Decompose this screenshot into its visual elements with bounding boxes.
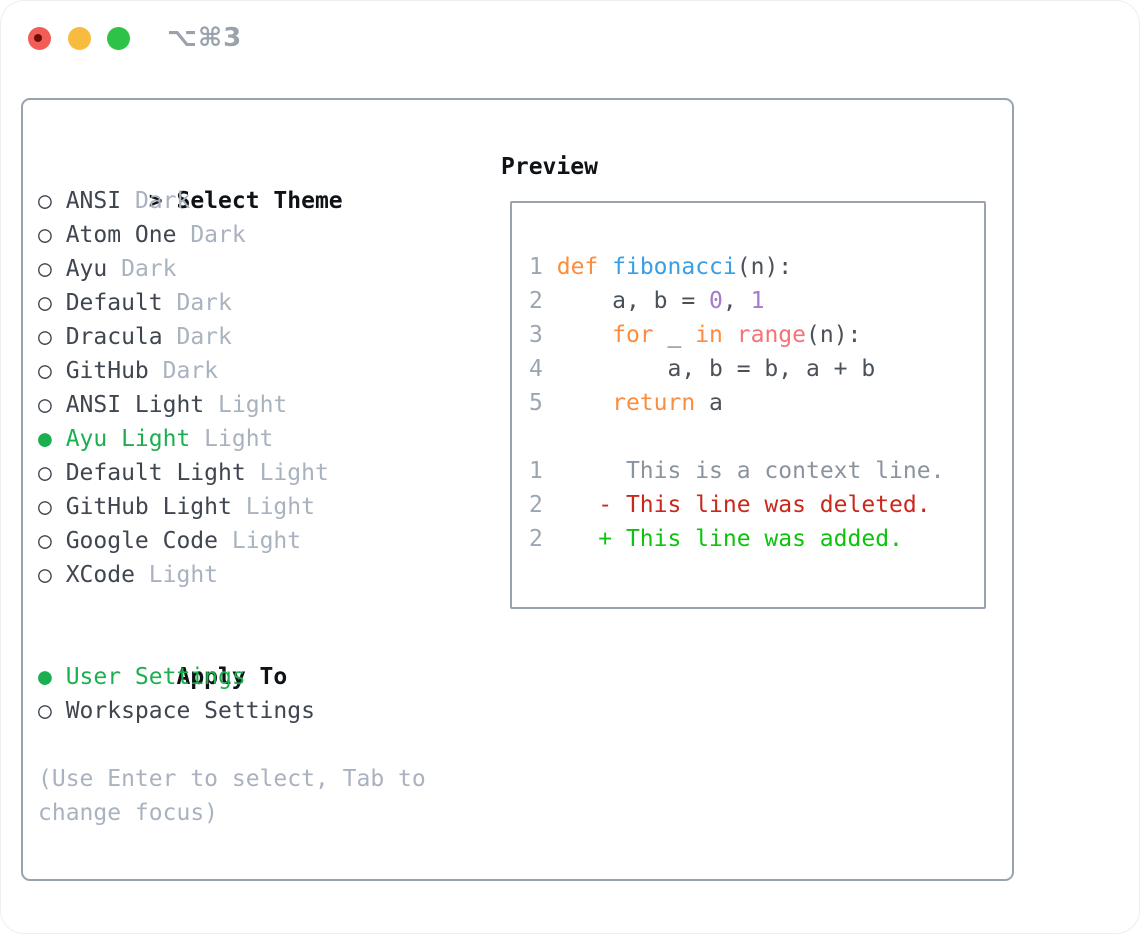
minimize-button[interactable] — [68, 27, 91, 50]
select-theme-title-row: > Select Theme — [38, 150, 426, 214]
option-variant-label: Dark — [176, 290, 232, 316]
code-line: 4 a, b = b, a + b — [529, 356, 876, 382]
code-line: 1 This is a context line. — [529, 458, 945, 484]
option-variant-label: Light — [204, 426, 274, 452]
radio-icon: ○ — [38, 324, 52, 350]
radio-icon: ○ — [38, 494, 52, 520]
theme-option[interactable]: ○ GitHub Light Light — [38, 490, 426, 524]
option-variant-label: Light — [245, 494, 315, 520]
code-line — [529, 420, 944, 454]
apply-to-option[interactable]: ○ Workspace Settings — [38, 694, 426, 728]
theme-option[interactable]: ○ ANSI Dark — [38, 184, 426, 218]
option-label: Atom One — [65, 222, 177, 248]
option-label: ANSI — [65, 188, 122, 214]
option-label: Default — [65, 290, 163, 316]
close-button[interactable] — [28, 27, 51, 50]
apply-to-title-row: Apply To — [38, 626, 426, 690]
theme-option[interactable]: ○ XCode Light — [38, 558, 426, 592]
option-label: Google Code — [65, 528, 219, 554]
option-label: User Settings — [65, 664, 246, 690]
theme-option[interactable]: ○ Default Dark — [38, 286, 426, 320]
radio-icon: ○ — [38, 358, 52, 384]
radio-icon: ○ — [38, 256, 52, 282]
option-label: Ayu Light — [65, 426, 191, 452]
code-preview: 1 def fibonacci(n): 2 a, b = 0, 1 3 for _ … — [529, 250, 944, 556]
theme-picker-column: > Select Theme ○ ANSI Dark ○ Atom One Dark ○ A… — [38, 150, 426, 830]
select-theme-title: Select Theme — [176, 188, 343, 214]
radio-icon: ○ — [38, 222, 52, 248]
option-variant-label: Dark — [134, 188, 191, 214]
theme-option[interactable]: ○ ANSI Light Light — [38, 388, 426, 422]
option-label: GitHub — [65, 358, 149, 384]
selected-radio-icon: ● — [38, 426, 52, 452]
option-variant-label: Dark — [190, 222, 246, 248]
code-line: 2 a, b = 0, 1 — [529, 288, 765, 314]
option-label: XCode — [65, 562, 135, 588]
theme-option[interactable]: ● Ayu Light Light — [38, 422, 426, 456]
code-line: 3 for _ in range(n): — [529, 322, 862, 348]
code-line: 2 - This line was deleted. — [529, 492, 931, 518]
radio-icon: ○ — [38, 392, 52, 418]
zoom-button[interactable] — [107, 27, 130, 50]
option-label: Dracula — [65, 324, 163, 350]
option-label: GitHub Light — [65, 494, 232, 520]
apply-to-list: ● User Settings ○ Workspace Settings — [38, 660, 426, 728]
option-variant-label: Dark — [162, 358, 219, 384]
option-variant-label: Light — [218, 392, 288, 418]
code-line: 2 + This line was added. — [529, 526, 903, 552]
window-hotkey-label: ⌥⌘3 — [167, 23, 243, 53]
theme-option[interactable]: ○ Google Code Light — [38, 524, 426, 558]
option-label: Default Light — [65, 460, 246, 486]
option-label: ANSI Light — [65, 392, 205, 418]
preview-title: Preview — [501, 154, 598, 180]
theme-option[interactable]: ○ Ayu Dark — [38, 252, 426, 286]
apply-to-title: Apply To — [176, 664, 288, 690]
option-variant-label: Light — [231, 528, 302, 554]
radio-icon: ○ — [38, 562, 52, 588]
apply-to-option[interactable]: ● User Settings — [38, 660, 426, 694]
option-variant-label: Light — [148, 562, 219, 588]
hint-line-2: change focus) — [38, 800, 219, 826]
option-variant-label: Dark — [121, 256, 177, 282]
theme-picker-panel: > Select Theme ○ ANSI Dark ○ Atom One Dark ○ A… — [21, 98, 1014, 881]
selected-radio-icon: ● — [38, 664, 52, 690]
cursor-marker: > — [148, 188, 163, 214]
titlebar: ⌥⌘3 — [1, 1, 1139, 75]
spacer-row — [38, 592, 426, 626]
theme-list: ○ ANSI Dark ○ Atom One Dark ○ Ayu Dark ○ Defaul… — [38, 184, 426, 592]
spacer-row — [38, 728, 426, 762]
option-variant-label: Dark — [176, 324, 232, 350]
theme-option[interactable]: ○ GitHub Dark — [38, 354, 426, 388]
radio-icon: ○ — [38, 698, 52, 724]
radio-icon: ○ — [38, 290, 52, 316]
radio-icon: ○ — [38, 460, 52, 486]
hint-line-1: (Use Enter to select, Tab to — [38, 766, 426, 792]
option-variant-label: Light — [259, 460, 329, 486]
code-line: 5 return a — [529, 390, 723, 416]
option-label: Workspace Settings — [65, 698, 315, 724]
theme-option[interactable]: ○ Default Light Light — [38, 456, 426, 490]
option-label: Ayu — [65, 256, 108, 282]
radio-icon: ○ — [38, 528, 52, 554]
theme-option[interactable]: ○ Dracula Dark — [38, 320, 426, 354]
radio-icon: ○ — [38, 188, 52, 214]
preview-box: 1 def fibonacci(n): 2 a, b = 0, 1 3 for _ … — [510, 201, 986, 609]
theme-option[interactable]: ○ Atom One Dark — [38, 218, 426, 252]
code-line: 1 def fibonacci(n): — [529, 254, 793, 280]
